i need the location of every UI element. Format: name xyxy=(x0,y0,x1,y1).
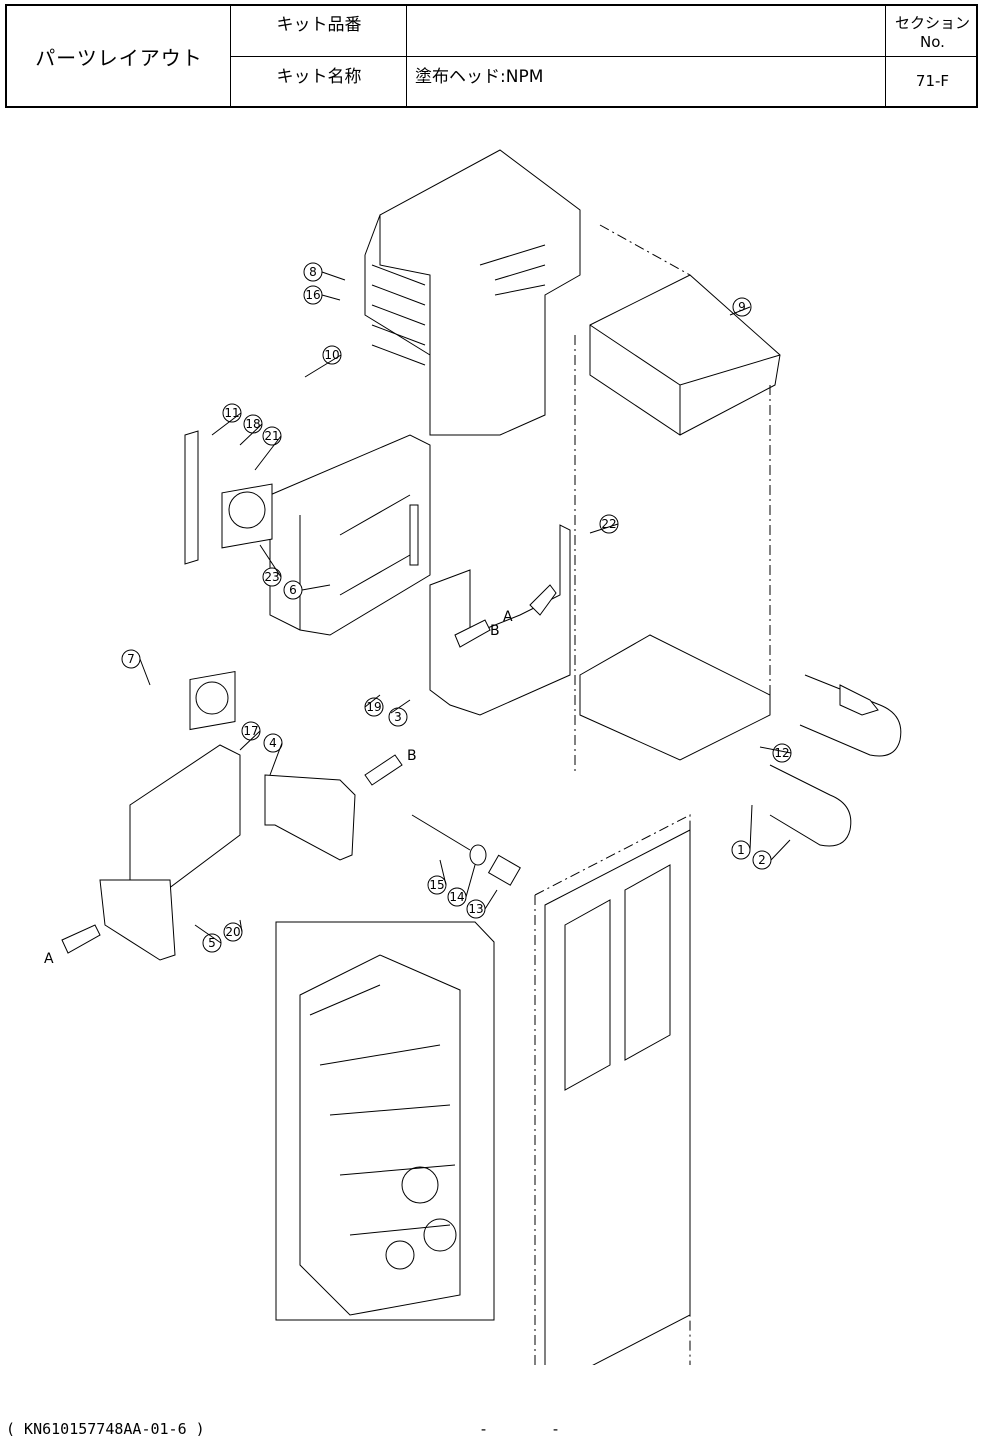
svg-text:9: 9 xyxy=(738,300,746,314)
svg-text:7: 7 xyxy=(127,652,135,666)
base-part xyxy=(580,635,770,760)
view-letter-label: A xyxy=(44,951,54,967)
fan-part xyxy=(222,484,272,548)
callout-16: 16 xyxy=(304,286,322,304)
divider xyxy=(230,56,976,57)
callout-23: 23 xyxy=(263,568,281,586)
svg-text:20: 20 xyxy=(225,925,240,939)
svg-text:1: 1 xyxy=(737,843,745,857)
view-letter-label: B xyxy=(490,623,500,639)
section-number-label: セクションNo. xyxy=(887,12,978,51)
svg-text:2: 2 xyxy=(758,853,766,867)
main-plate-part xyxy=(535,815,690,1365)
kit-name-value: 塗布ヘッド:NPM xyxy=(415,62,543,87)
handle-part xyxy=(800,675,901,756)
fan-small-part xyxy=(190,672,235,730)
callout-15: 15 xyxy=(428,876,446,894)
svg-text:10: 10 xyxy=(324,348,339,362)
bracket-part xyxy=(185,431,198,564)
callout-6: 6 xyxy=(284,581,302,599)
document-code: ( KN610157748AA-01-6 ) xyxy=(6,1420,205,1438)
svg-text:4: 4 xyxy=(269,736,277,750)
page-dash: - xyxy=(479,1420,488,1438)
callout-10: 10 xyxy=(323,346,341,364)
svg-text:12: 12 xyxy=(774,746,789,760)
svg-text:3: 3 xyxy=(394,710,402,724)
page-dash: - xyxy=(551,1420,560,1438)
cover-part xyxy=(365,150,580,435)
section-number-value: 71-F xyxy=(887,72,978,90)
svg-text:15: 15 xyxy=(429,878,444,892)
svg-text:14: 14 xyxy=(449,890,464,904)
svg-text:17: 17 xyxy=(243,724,258,738)
callout-20: 20 xyxy=(224,923,242,941)
screw-set-part xyxy=(412,815,520,885)
callout-8: 8 xyxy=(304,263,322,281)
callout-17: 17 xyxy=(242,722,260,740)
plate-part xyxy=(100,880,175,960)
inset-photo xyxy=(276,922,494,1320)
view-letter-label: B xyxy=(407,748,417,764)
callout-7: 7 xyxy=(122,650,140,668)
plate-part xyxy=(130,745,240,895)
bracket-part xyxy=(430,525,570,715)
callout-14: 14 xyxy=(448,888,466,906)
svg-text:16: 16 xyxy=(305,288,320,302)
callout-19: 19 xyxy=(365,698,383,716)
callout-9: 9 xyxy=(733,298,751,316)
parts-layout-header: パーツレイアウト キット品番 キット名称 塗布ヘッド:NPM セクションNo. … xyxy=(5,4,978,108)
svg-text:8: 8 xyxy=(309,265,317,279)
plate-part xyxy=(265,775,355,860)
callout-22: 22 xyxy=(600,515,618,533)
callout-3: 3 xyxy=(389,708,407,726)
frame-part xyxy=(270,435,430,635)
callout-12: 12 xyxy=(773,744,791,762)
callout-18: 18 xyxy=(244,415,262,433)
exploded-parts-drawing: A B B A 1 2 3 4 5 6 7 8 9 10 11 12 13 14… xyxy=(0,115,983,1365)
view-letter-label: A xyxy=(503,609,513,625)
kit-name-label: キット名称 xyxy=(232,62,406,87)
callout-21: 21 xyxy=(263,427,281,445)
svg-text:19: 19 xyxy=(366,700,381,714)
svg-text:11: 11 xyxy=(224,406,239,420)
svg-text:18: 18 xyxy=(245,417,260,431)
kit-number-label: キット品番 xyxy=(232,10,406,35)
handle-part xyxy=(770,765,851,846)
callout-2: 2 xyxy=(753,851,771,869)
svg-text:13: 13 xyxy=(468,902,483,916)
svg-text:6: 6 xyxy=(289,583,297,597)
callout-13: 13 xyxy=(467,900,485,918)
callout-1: 1 xyxy=(732,841,750,859)
page-title: パーツレイアウト xyxy=(7,6,231,106)
